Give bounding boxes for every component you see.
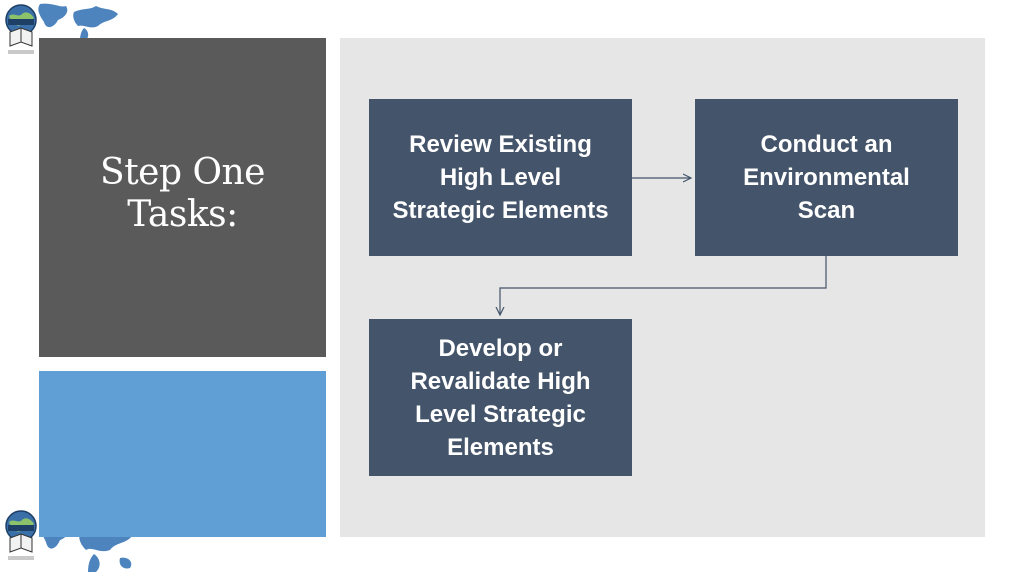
flow-step-environmental-scan: Conduct an Environmental Scan <box>695 99 958 256</box>
flow-step-label: Review Existing High Level Strategic Ele… <box>392 131 609 224</box>
flow-step-label: Develop or Revalidate High Level Strateg… <box>410 334 591 461</box>
flow-step-develop-revalidate: Develop or Revalidate High Level Strateg… <box>369 319 632 476</box>
title-panel <box>39 38 326 357</box>
flow-step-label: Conduct an Environmental Scan <box>743 131 910 224</box>
proact-logo-top <box>4 2 38 66</box>
slide-title: Step One Tasks: <box>39 152 326 236</box>
slide-title-line-1: Step One <box>100 152 265 193</box>
slide-title-line-2: Tasks: <box>127 194 238 235</box>
flow-step-review-existing: Review Existing High Level Strategic Ele… <box>369 99 632 256</box>
accent-panel <box>39 371 326 537</box>
world-map-decoration-top <box>38 3 118 40</box>
proact-logo-bottom <box>4 508 38 572</box>
